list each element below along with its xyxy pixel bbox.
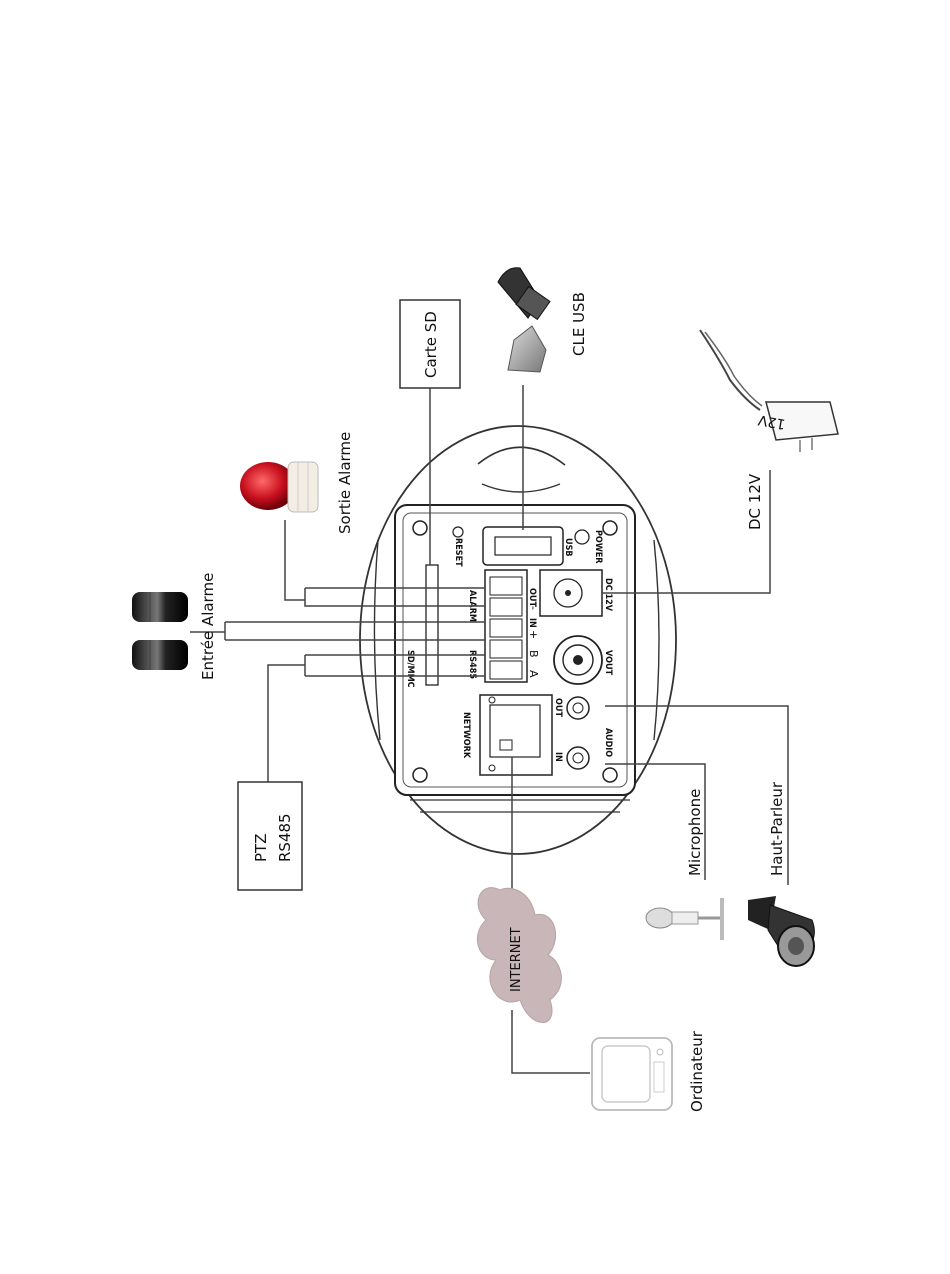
label-entree-alarme: Entrée Alarme — [199, 573, 217, 680]
screw-icon — [412, 520, 618, 783]
panel-label-rs485: RS485 — [467, 650, 477, 679]
pin-label-a: A — [527, 670, 540, 678]
label-ptz: PTZ — [252, 834, 270, 862]
rj45-network-port — [479, 694, 553, 776]
rear-panel: RESET USB POWER ALARM RS485 OUT DC 12V V… — [394, 504, 636, 796]
panel-label-vout: VOUT — [603, 650, 613, 676]
power-led — [574, 529, 590, 545]
label-microphone: Microphone — [686, 789, 704, 876]
pin-label-plus: + — [527, 630, 540, 639]
carte-sd-box: Carte SD — [399, 299, 461, 389]
reset-button — [452, 526, 464, 538]
panel-label-power: POWER — [593, 530, 603, 564]
label-carte-sd: Carte SD — [422, 311, 440, 378]
internet-cloud-icon — [476, 887, 562, 1023]
label-haut-parleur: Haut-Parleur — [768, 781, 786, 876]
computer-icon — [591, 1037, 673, 1111]
label-internet: INTERNET — [509, 927, 524, 992]
sd-card-slot — [425, 564, 439, 686]
label-ordinateur: Ordinateur — [688, 1030, 706, 1112]
panel-label-audio: AUDIO — [603, 728, 613, 757]
pin-label-b: B — [527, 650, 540, 658]
pin-label-in: IN — [527, 618, 537, 628]
alarm-beacon-icon — [240, 461, 319, 513]
usb-key-icon — [497, 267, 551, 373]
panel-label-reset: RESET — [453, 538, 463, 567]
panel-label-audio-in: IN — [553, 752, 563, 762]
panel-label-out: OUT — [527, 588, 537, 607]
wiring-lines — [190, 385, 789, 1074]
dc-jack — [539, 569, 603, 617]
pin-label-minus: - — [527, 606, 540, 610]
panel-label-sd-mmc: SD/MMC — [405, 650, 415, 688]
speaker-icon — [748, 896, 815, 967]
panel-label-dc12v: DC 12V — [603, 578, 613, 612]
label-cle-usb: CLE USB — [570, 292, 588, 356]
terminal-block — [484, 569, 528, 683]
panel-label-usb: USB — [563, 538, 573, 557]
bnc-vout-connector — [553, 635, 603, 685]
ptz-rs485-box: PTZ RS485 — [237, 781, 303, 891]
panel-label-audio-out: OUT — [553, 698, 563, 717]
microphone-icon — [645, 898, 724, 940]
label-dc-12v: DC 12V — [746, 473, 764, 530]
label-rs485: RS485 — [276, 813, 294, 862]
panel-label-network: NETWORK — [461, 712, 471, 759]
alarm-detector-icon — [132, 592, 188, 670]
power-adapter-icon: 12V — [699, 329, 839, 452]
adapter-label: 12V — [757, 411, 787, 432]
label-sortie-alarme: Sortie Alarme — [336, 432, 354, 534]
